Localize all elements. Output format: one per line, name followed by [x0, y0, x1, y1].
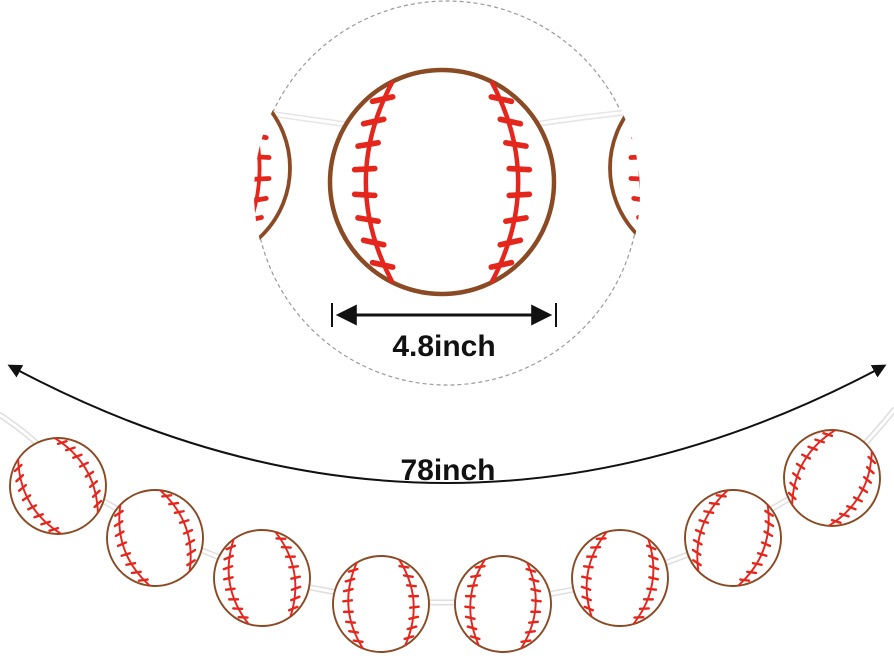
partial-baseball-right	[610, 73, 800, 263]
garland-baseball-5	[450, 551, 556, 657]
garland-baseball-3	[205, 521, 319, 635]
garland	[0, 411, 894, 657]
diameter-label: 4.8inch	[392, 330, 495, 363]
partial-baseball-left	[100, 73, 290, 263]
zoom-detail: 4.8inch	[100, 0, 800, 386]
garland-baseball-4	[328, 551, 434, 657]
garland-baseball-6	[563, 521, 677, 635]
garland-baseball-1	[0, 419, 125, 553]
length-indicator: 78inch	[7, 364, 887, 487]
length-label: 78inch	[400, 454, 495, 487]
length-arrow	[7, 364, 887, 484]
garland-baseball-7	[670, 475, 796, 601]
baseball-zoomed	[330, 70, 554, 294]
garland-baseball-2	[92, 475, 218, 601]
